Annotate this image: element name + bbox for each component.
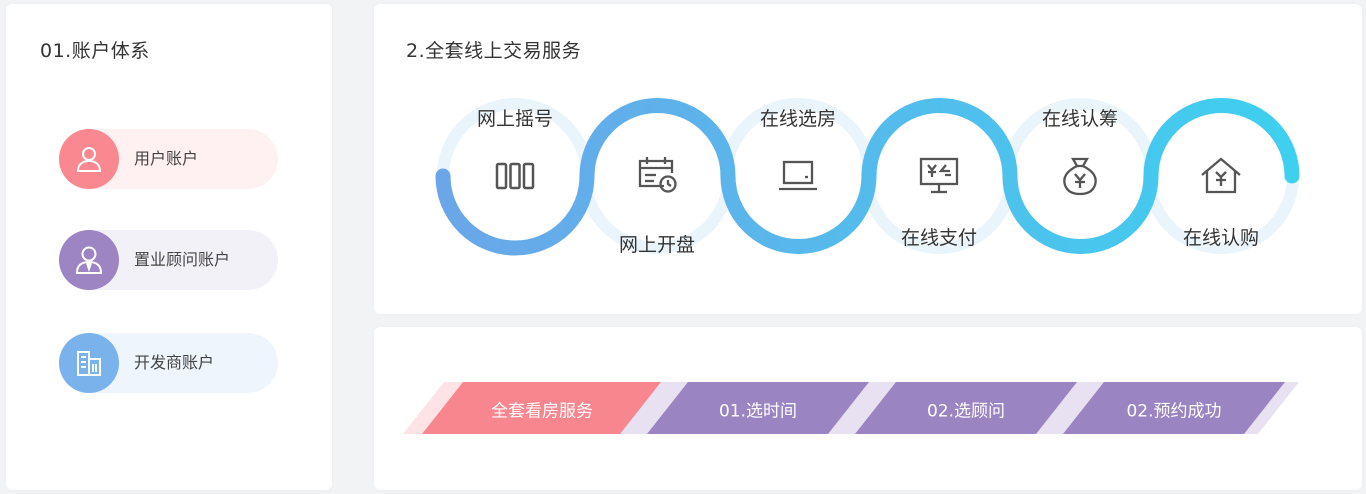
flow-wave [435, 98, 1300, 256]
house-yuan-icon [1201, 157, 1241, 194]
step-label-lottery: 网上摇号 [476, 108, 554, 130]
online-transaction-panel: 2.全套线上交易服务 网上摇号 网上开盘 在线选房 在线支付 在线认筹 在线认购 [374, 4, 1362, 314]
flow-wave-line [435, 98, 1300, 256]
step-label-subscribe-intent: 在线认筹 [1041, 108, 1119, 130]
account-system-title: 01.账户体系 [40, 40, 150, 62]
step-label-choose-house: 在线选房 [759, 108, 837, 130]
developer-account-label: 开发商账户 [134, 353, 215, 372]
developer-account-item[interactable]: 开发商账户 [59, 333, 278, 393]
calendar-clock-icon [638, 157, 677, 193]
user-icon [59, 129, 119, 189]
step-label-opening: 网上开盘 [618, 234, 696, 256]
consultant-account-label: 置业顾问账户 [134, 250, 231, 269]
online-transaction-title: 2.全套线上交易服务 [406, 40, 582, 62]
building-icon [59, 333, 119, 393]
tag-choose-consultant[interactable] [855, 382, 1077, 434]
tag-full-viewing-service[interactable] [422, 382, 661, 434]
laptop-icon [779, 160, 817, 191]
consultant-account-item[interactable]: 置业顾问账户 [59, 230, 278, 290]
money-bag-icon [1063, 157, 1097, 196]
tag-choose-time[interactable] [647, 382, 869, 434]
consultant-icon [59, 230, 119, 290]
tag-choose-time-label: 01.选时间 [718, 401, 798, 422]
account-system-panel: 01.账户体系 用户账户 置业顾问账户 [6, 4, 332, 490]
tag-booking-success-label: 02.预约成功 [1126, 401, 1222, 422]
payment-monitor-icon [919, 157, 959, 194]
lottery-icon [495, 162, 535, 190]
step-label-payment: 在线支付 [900, 227, 978, 249]
user-account-item[interactable]: 用户账户 [59, 129, 278, 189]
tag-full-viewing-service-label: 全套看房服务 [491, 401, 593, 422]
viewing-tags-shapes [403, 382, 1299, 434]
viewing-service-panel: 全套看房服务 01.选时间 02.选顾问 02.预约成功 [374, 327, 1362, 490]
tag-choose-consultant-label: 02.选顾问 [926, 401, 1006, 422]
step-label-purchase: 在线认购 [1182, 227, 1260, 249]
tag-booking-success[interactable] [1063, 382, 1285, 434]
user-account-label: 用户账户 [134, 149, 199, 168]
